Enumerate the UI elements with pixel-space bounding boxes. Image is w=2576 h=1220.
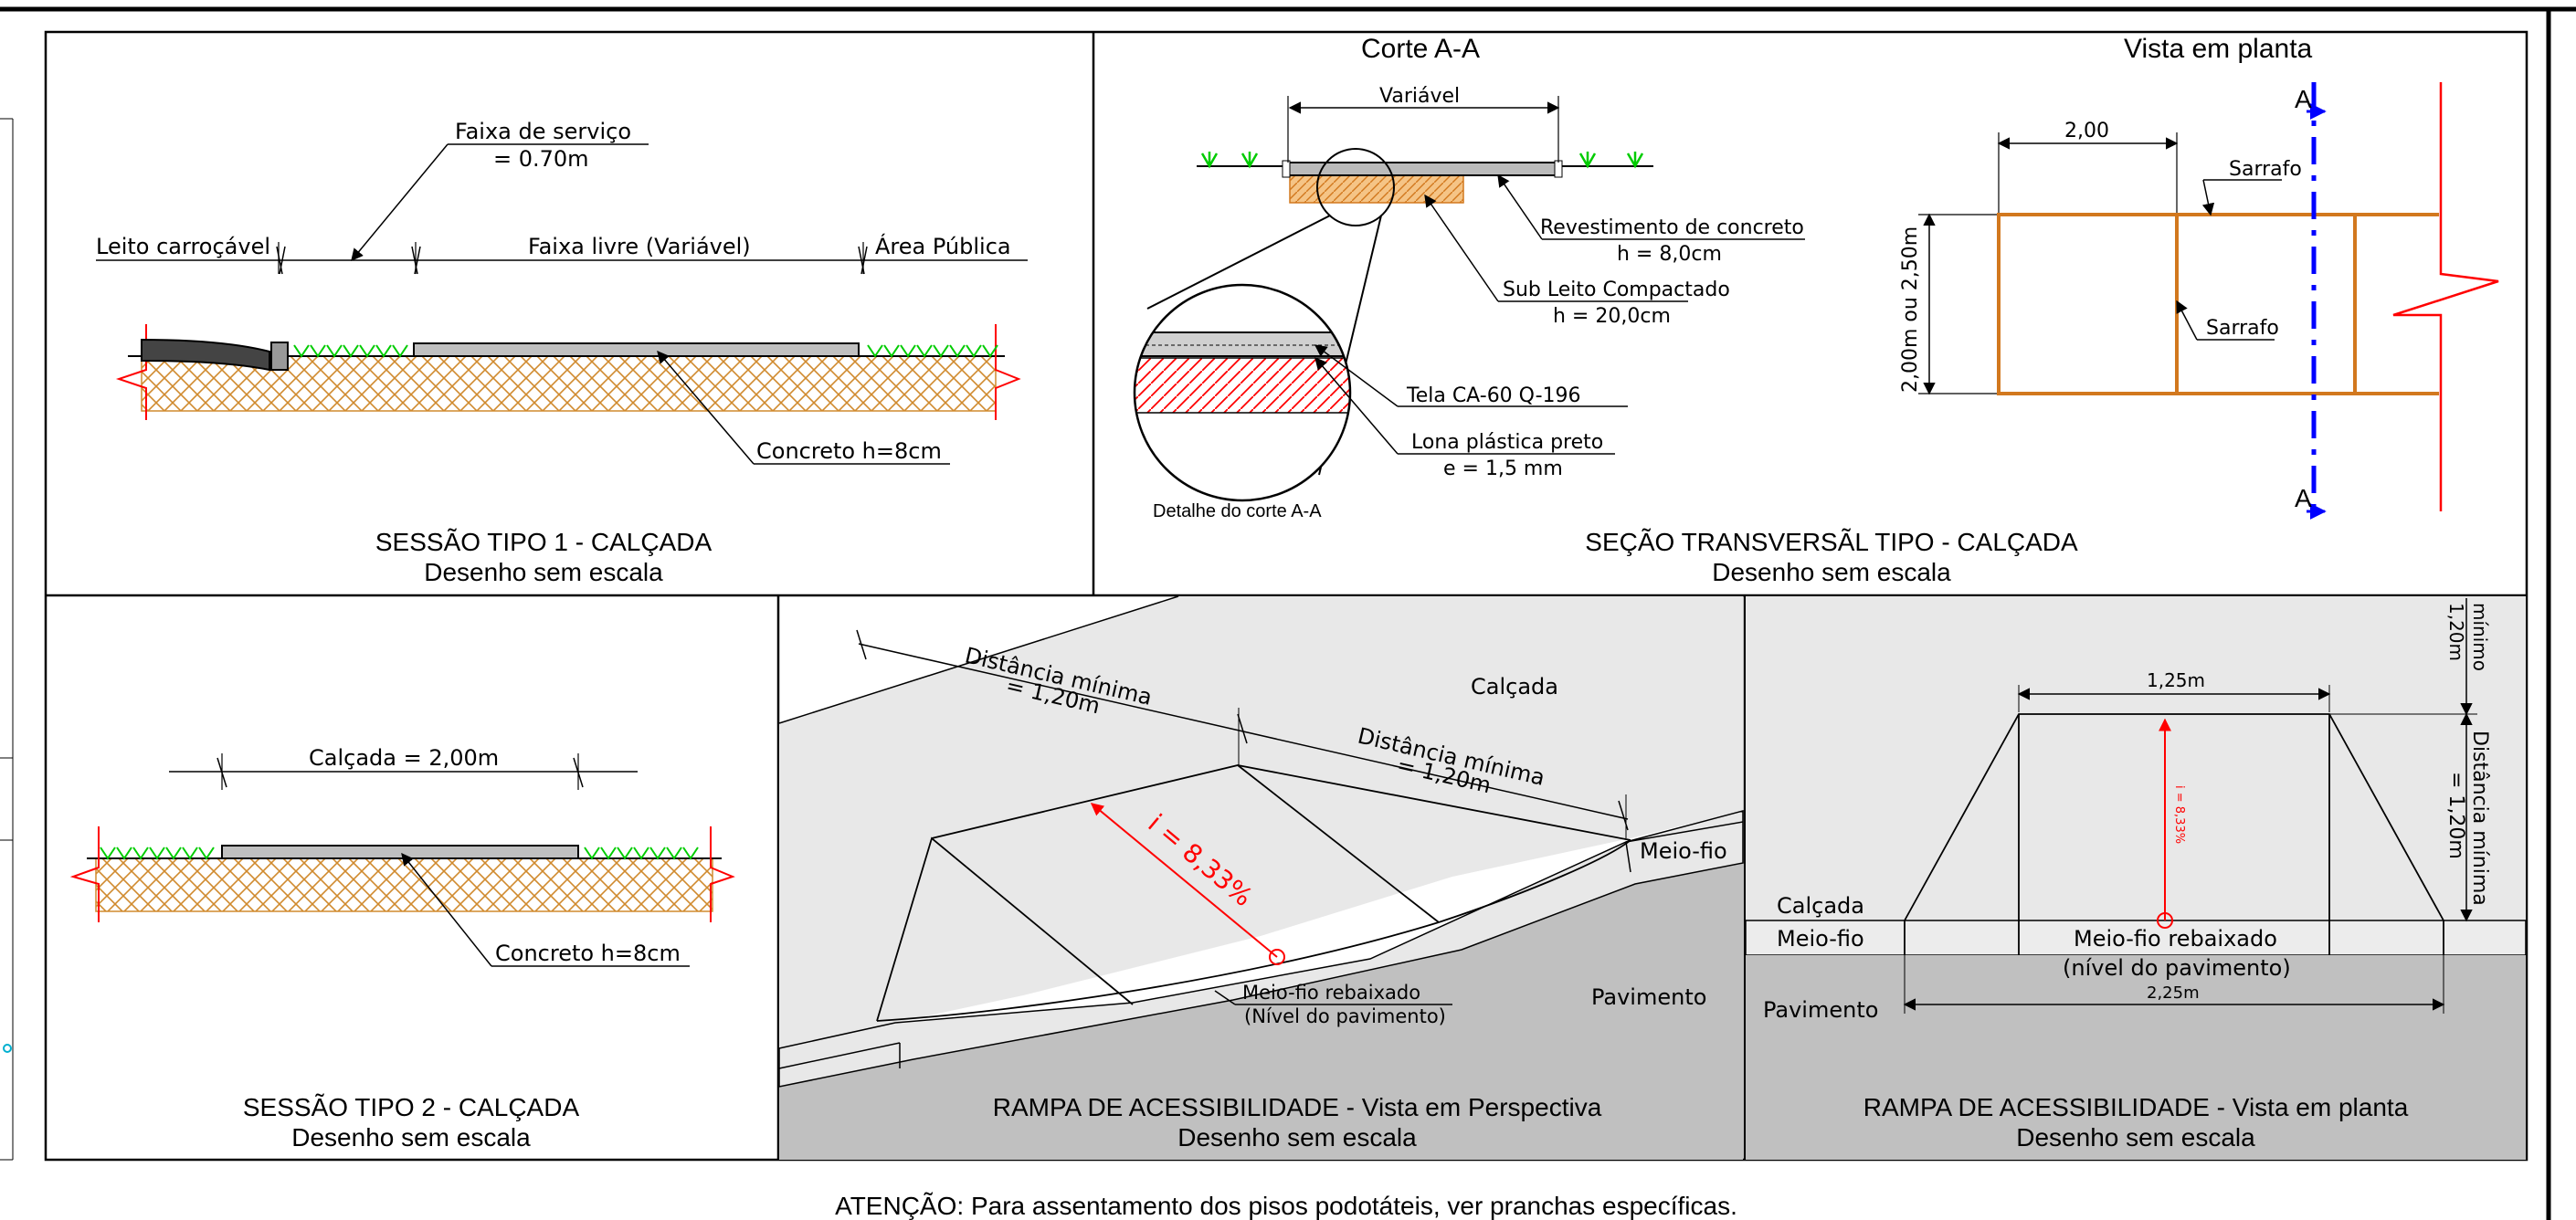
revestimento-slab	[1285, 162, 1559, 176]
nivel-label: (Nível do pavimento)	[1244, 1005, 1446, 1027]
grass	[100, 847, 699, 860]
pavimento-label: Pavimento	[1763, 997, 1878, 1023]
section-mark-top: A	[2295, 85, 2312, 113]
panel-subtitle: Desenho sem escala	[1177, 1123, 1417, 1152]
concreto-label: Concreto h=8cm	[756, 438, 942, 464]
dist-min: Distância mínima	[2468, 731, 2491, 906]
detalhe-label: Detalhe do corte A-A	[1153, 501, 1322, 521]
panel-secao-transversal: Variável Revestimento de concreto h = 8,…	[1133, 34, 2499, 586]
calcada-dim: Calçada = 2,00m	[309, 745, 499, 771]
faixa-livre-label: Faixa livre (Variável)	[528, 234, 751, 259]
panel-rampa-planta: 1,25m i = 8,33% mínimo 1,20m Distância m…	[1745, 596, 2527, 1160]
panel-title: RAMPA DE ACESSIBILIDADE - Vista em Persp…	[993, 1093, 1602, 1121]
minimo-top-val: 1,20m	[2445, 603, 2467, 661]
panel-sessao-tipo-1: Faixa de serviço = 0.70m Leito carroçáve…	[96, 119, 1028, 586]
tela-label: Tela CA-60 Q-196	[1406, 384, 1581, 407]
slope-label: i = 8,33%	[2172, 785, 2186, 844]
curb	[270, 342, 289, 371]
soil-hatch	[95, 857, 713, 912]
panel-subtitle: Desenho sem escala	[1712, 558, 1951, 586]
dim-2-25: 2,25m	[2147, 983, 2200, 1003]
leito-carrocavel-label: Leito carroçável	[96, 234, 270, 259]
panel-title: SESSÃO TIPO 2 - CALÇADA	[243, 1093, 580, 1121]
panel-title: RAMPA DE ACESSIBILIDADE - Vista em plant…	[1863, 1093, 2409, 1121]
vista-em-planta	[1918, 82, 2499, 521]
sarrafo-mid: Sarrafo	[2206, 317, 2279, 340]
concrete-slab	[413, 342, 860, 357]
calcada-label: Calçada	[1777, 893, 1864, 919]
cursor-marker	[3, 1044, 12, 1053]
concrete-slab	[221, 845, 579, 859]
sarrafo-top: Sarrafo	[2229, 158, 2302, 181]
panel-sessao-tipo-2: Calçada = 2,00m Concreto h=8cm SESSÃO TI…	[69, 745, 735, 1152]
dim-1-25: 1,25m	[2147, 669, 2205, 691]
panel-subtitle: Desenho sem escala	[291, 1123, 531, 1152]
faixa-servico-value: = 0.70m	[493, 146, 589, 172]
variavel-label: Variável	[1379, 85, 1460, 108]
lona-label: Lona plástica preto	[1411, 431, 1603, 454]
grass	[1200, 152, 1644, 169]
revestimento-label: Revestimento de concreto	[1540, 216, 1804, 239]
meio-fio-reb-label: Meio-fio rebaixado	[2074, 926, 2277, 952]
panel-title: SESSÃO TIPO 1 - CALÇADA	[375, 528, 713, 556]
corte-title: Corte A-A	[1361, 34, 1480, 64]
footer-note: ATENÇÃO: Para assentamento dos pisos pod…	[835, 1192, 1737, 1220]
faixa-servico-label: Faixa de serviço	[455, 119, 631, 144]
meio-fio-reb-label: Meio-fio rebaixado	[1242, 982, 1420, 1004]
panel-subtitle: Desenho sem escala	[2016, 1123, 2255, 1152]
dist-min-val: = 1,20m	[2444, 772, 2467, 859]
calcada-label: Calçada	[1471, 674, 1558, 699]
nivel-label: (nível do pavimento)	[2063, 955, 2291, 981]
minimo-top: mínimo	[2469, 603, 2491, 671]
meio-fio-label: Meio-fio	[1640, 838, 1727, 864]
panel-title: SEÇÃO TRANSVERSÃL TIPO - CALÇADA	[1585, 528, 2078, 556]
detail-circle	[1133, 283, 1352, 502]
panel-rampa-perspectiva: Distância mínima = 1,20m Distância mínim…	[778, 595, 1744, 1160]
vista-title: Vista em planta	[2124, 34, 2313, 64]
pavimento-label: Pavimento	[1591, 984, 1706, 1010]
area-publica-label: Área Pública	[875, 233, 1011, 259]
dim-2-00: 2,00	[2064, 120, 2109, 142]
panel-subtitle: Desenho sem escala	[424, 558, 663, 586]
sub-leito-h: h = 20,0cm	[1553, 305, 1671, 328]
lona-e: e = 1,5 mm	[1443, 458, 1563, 480]
sub-leito	[1289, 174, 1464, 204]
revestimento-h: h = 8,0cm	[1617, 243, 1722, 266]
sub-leito-label: Sub Leito Compactado	[1503, 279, 1730, 301]
road-asphalt	[141, 338, 270, 372]
concreto-label: Concreto h=8cm	[495, 941, 681, 966]
meio-fio-label: Meio-fio	[1777, 926, 1864, 952]
dim-vertical: 2,00m ou 2,50m	[1899, 226, 1922, 393]
grass	[293, 344, 998, 358]
section-mark-bottom: A	[2295, 484, 2312, 512]
